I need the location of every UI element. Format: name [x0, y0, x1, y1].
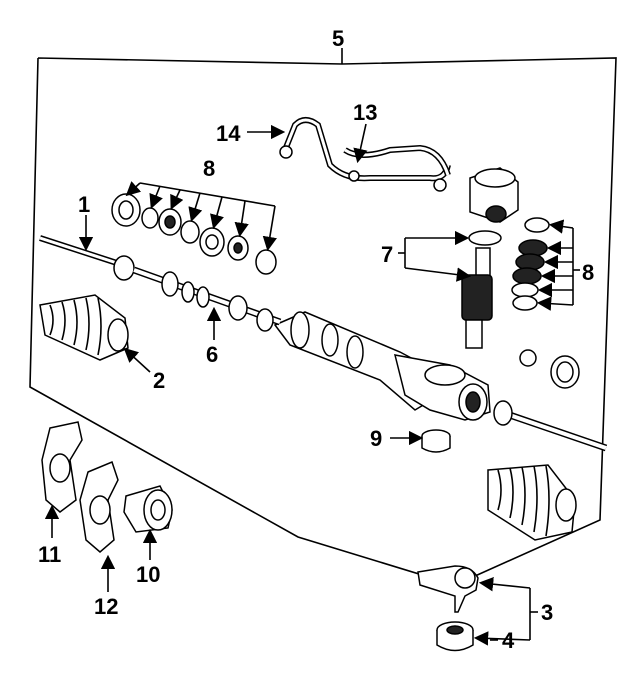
pinion-valve	[461, 230, 502, 349]
callout-12: 12	[94, 594, 118, 619]
valve-housing	[469, 167, 519, 223]
leader-3-4	[473, 576, 538, 646]
callout-4: 4	[502, 628, 515, 653]
dust-boot	[436, 621, 474, 652]
seal-kit-right	[511, 217, 550, 311]
callout-2: 2	[153, 368, 165, 393]
boot-left	[39, 294, 129, 361]
callout-6: 6	[206, 342, 218, 367]
leader-8-left	[125, 181, 277, 252]
callout-14: 14	[216, 121, 241, 146]
callout-10: 10	[136, 562, 160, 587]
callout-13: 13	[353, 100, 377, 125]
ring-small	[519, 349, 537, 367]
callout-5: 5	[332, 26, 344, 51]
tie-rod-end	[417, 565, 479, 613]
bushing-10	[123, 485, 173, 533]
callout-9: 9	[370, 426, 382, 451]
boot-right	[487, 464, 577, 541]
callout-3: 3	[541, 600, 553, 625]
callout-8-right: 8	[582, 260, 594, 285]
rack-housing	[273, 311, 491, 421]
callout-8-left: 8	[203, 156, 215, 181]
leader-7	[398, 230, 472, 282]
seal-kit-left	[111, 193, 277, 275]
callout-1: 1	[78, 192, 90, 217]
bracket-12	[79, 460, 119, 553]
assembly-frame	[29, 57, 617, 586]
leader-8-right	[536, 219, 580, 311]
callout-7: 7	[381, 242, 393, 267]
leader-13	[353, 123, 368, 164]
callout-11: 11	[38, 542, 61, 567]
bushing-9	[421, 429, 451, 453]
tie-rod-right	[493, 400, 608, 452]
leader-2	[123, 347, 151, 373]
bracket-11	[41, 421, 83, 513]
